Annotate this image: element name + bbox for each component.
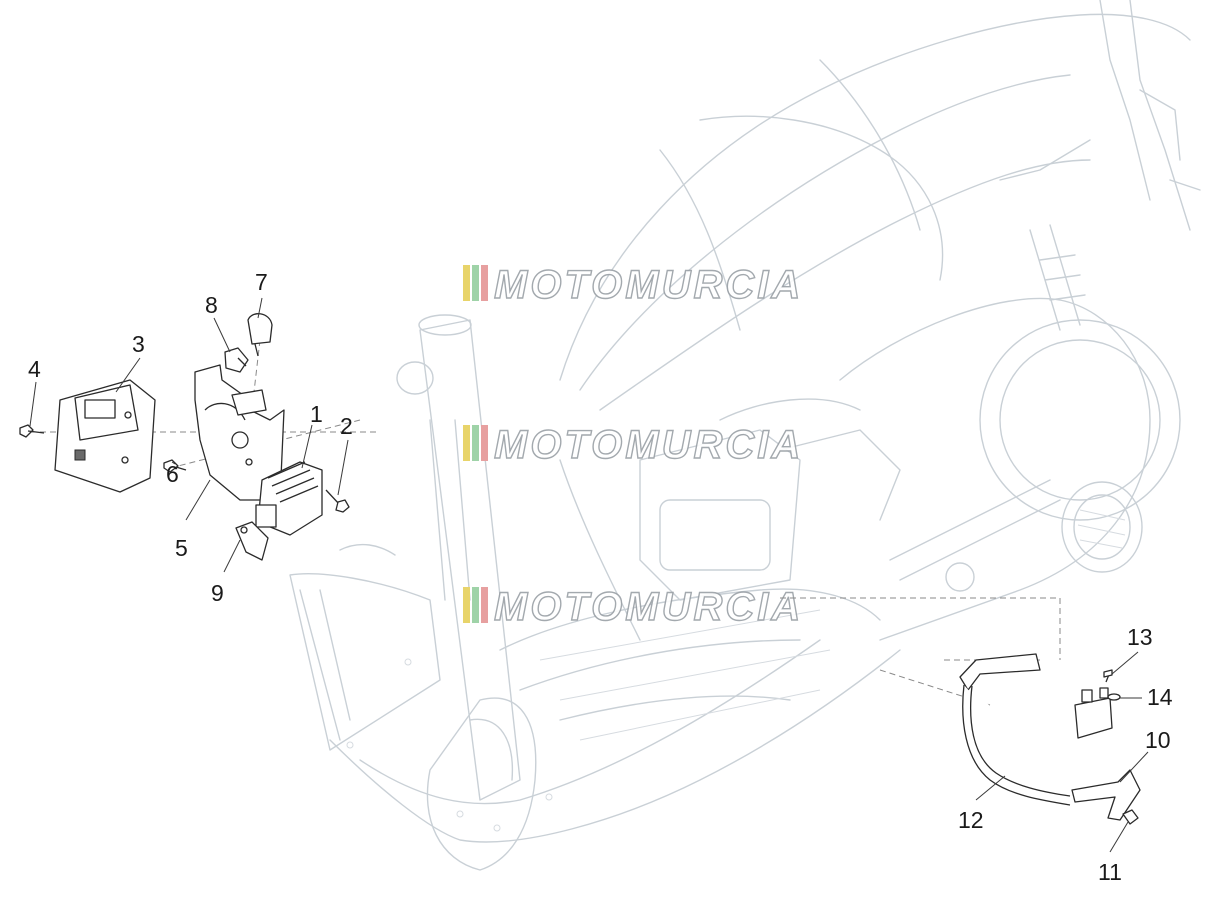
watermark-stripe-red: [481, 425, 488, 461]
callout-12: 12: [958, 807, 984, 833]
watermark-stripe-green: [472, 587, 479, 623]
watermark-stripe-yellow: [463, 425, 470, 461]
watermark-stripe-green: [472, 425, 479, 461]
watermark-middle: MOTOMURCIA: [463, 422, 803, 468]
callout-10: 10: [1145, 727, 1171, 753]
watermark-text: MOTOMURCIA: [494, 263, 803, 307]
bolt-part: [325, 489, 350, 513]
callout-5: 5: [175, 535, 188, 561]
assembly-dashed-lines: [30, 339, 1061, 706]
coil-bracket-part: [1071, 769, 1141, 821]
voltage-regulator-part: [255, 461, 323, 536]
watermark-stripe-red: [481, 265, 488, 301]
watermark-stripe-yellow: [463, 265, 470, 301]
watermark-text: MOTOMURCIA: [494, 423, 803, 467]
callout-6: 6: [166, 461, 179, 487]
screw-part-13: [1103, 669, 1113, 683]
control-unit-part: [54, 379, 156, 493]
callout-labels: 1 2 3 4 5 6 7 8 9 10 11 12 13 14: [28, 269, 1173, 885]
screw-part-11: [1122, 809, 1139, 825]
watermark-stripe-yellow: [463, 587, 470, 623]
bracket-part: [194, 364, 285, 501]
callout-7: 7: [255, 269, 268, 295]
watermark-stripe-red: [481, 587, 488, 623]
connector-clip-part-7: [247, 313, 273, 357]
spark-plug-cable-part: [959, 653, 1071, 806]
callout-14: 14: [1147, 684, 1173, 710]
screw-part-6: [163, 459, 187, 473]
callout-1: 1: [310, 401, 323, 427]
ignition-coil-part: [1074, 687, 1113, 739]
callout-8: 8: [205, 292, 218, 318]
screw-part-4: [19, 424, 45, 438]
watermark-stripe-green: [472, 265, 479, 301]
watermark-top: MOTOMURCIA: [463, 262, 803, 308]
callout-4: 4: [28, 356, 41, 382]
leader-lines: [29, 297, 1149, 853]
watermark-text: MOTOMURCIA: [494, 585, 803, 629]
connector-part-8: [224, 347, 249, 373]
clamp-part: [235, 521, 269, 561]
callout-9: 9: [211, 580, 224, 606]
scooter-ghost-outline: [289, 0, 1201, 871]
watermark-bottom: MOTOMURCIA: [463, 584, 803, 630]
callout-2: 2: [340, 413, 353, 439]
callout-13: 13: [1127, 624, 1153, 650]
washer-part: [1107, 693, 1121, 701]
callout-3: 3: [132, 331, 145, 357]
callout-11: 11: [1098, 859, 1122, 885]
